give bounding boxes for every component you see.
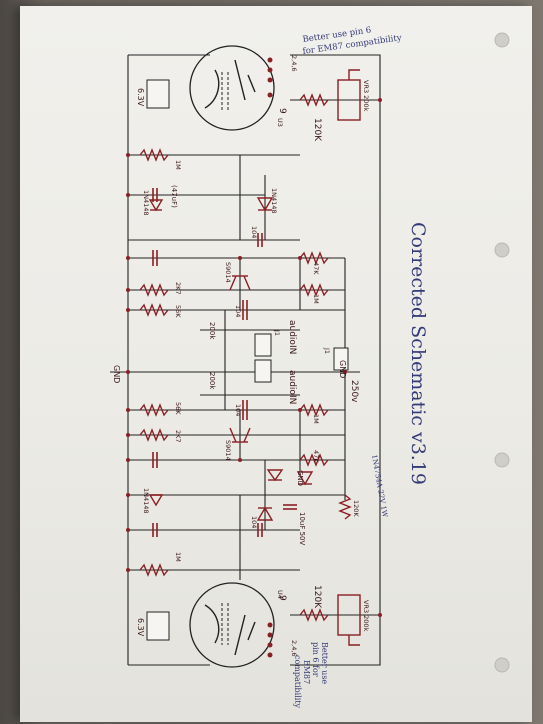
resistor-1m-top xyxy=(139,148,169,162)
label-c10u: 10uF 50V xyxy=(298,512,306,546)
resistor-47k-1 xyxy=(299,251,329,265)
label-pin-top: 2,4,6 xyxy=(290,55,298,72)
cap-10u-2 xyxy=(152,452,158,468)
label-r56k-1: 56K xyxy=(174,305,182,318)
schematic-title: Corrected Schematic v3.19 xyxy=(407,222,429,485)
wiring xyxy=(110,54,381,666)
label-gnd-top: GND xyxy=(296,470,304,486)
label-j1-b: J1 xyxy=(273,329,281,336)
label-d1n4148-top: 1N4148 xyxy=(270,188,278,214)
label-r1m-left-2: 1M xyxy=(174,552,182,562)
label-c47u: (47uF) xyxy=(170,185,178,208)
label-u3: U3 xyxy=(276,118,284,127)
resistor-47k-2 xyxy=(299,453,329,467)
label-gnd-j1: GND xyxy=(338,360,347,378)
label-r2k7-2: 2K7 xyxy=(174,430,182,443)
label-heater-top: 6.3V xyxy=(136,88,145,107)
label-vr-bot: VR3 200k xyxy=(362,600,370,632)
label-pin9-bot: 9 xyxy=(277,595,287,601)
transistors xyxy=(229,275,251,443)
label-c104-2: 104 xyxy=(234,305,242,317)
capacitors xyxy=(152,188,297,537)
label-c104-4: 104 xyxy=(250,516,258,528)
resistor-1m-2 xyxy=(299,403,329,417)
cap-10uf-50v xyxy=(283,504,297,510)
label-heater-bot: 6.3V xyxy=(136,618,145,637)
power-connector-j1 xyxy=(333,347,349,371)
diode-left-top xyxy=(148,199,164,212)
resistor-120k-top xyxy=(299,93,329,107)
label-pin-bot: 2,4,6 xyxy=(290,640,298,657)
label-r120k-small: 120K xyxy=(352,500,360,517)
label-s9014-2: S9014 xyxy=(224,440,232,461)
resistor-1m-1 xyxy=(299,283,329,297)
diode-top xyxy=(256,197,274,212)
label-c104-3: 104 xyxy=(234,404,242,416)
label-r56k-2: 56K xyxy=(174,402,182,415)
zener-note: 1N4754A 22V 1W xyxy=(370,454,389,519)
svg-text:EM87: EM87 xyxy=(302,660,311,684)
connectors xyxy=(146,79,349,641)
label-vr-top: VR3 200k xyxy=(362,80,370,112)
audio-connector-1 xyxy=(254,333,272,357)
note-bottom: Better use pin 6 for EM87 compatibility xyxy=(293,642,329,709)
note-top: Better use pin 6 for EM87 compatibility xyxy=(302,25,402,57)
resistor-2k7-top xyxy=(139,283,169,297)
label-u4: U4 xyxy=(276,590,284,599)
label-pin9-top: 9 xyxy=(277,108,287,114)
svg-text:Better use: Better use xyxy=(320,642,329,684)
label-pot-left-1: 200k xyxy=(208,322,216,340)
audio-connector-2 xyxy=(254,359,272,383)
diodes xyxy=(148,197,314,521)
diode-left-bot xyxy=(148,494,164,507)
resistor-56k-bot xyxy=(139,403,169,417)
label-r2k7-1: 2K7 xyxy=(174,282,182,295)
label-r47k-1: 47K xyxy=(312,262,320,275)
label-j1-a: J1 xyxy=(323,347,331,354)
label-d1n4148-left-top: 1N4148 xyxy=(142,190,150,216)
cap-104-2 xyxy=(242,300,248,320)
heater-connector-bot xyxy=(146,611,170,641)
transistor-s9014-top xyxy=(229,275,251,291)
label-r120k-top: 120K xyxy=(312,118,322,142)
label-c104-1: 104 xyxy=(250,226,258,238)
label-r1m-left-1: 1M xyxy=(174,160,182,170)
paper-sheet xyxy=(20,6,532,722)
resistor-56k-top xyxy=(139,303,169,317)
resistor-120k-small xyxy=(338,494,352,520)
cap-10u-1 xyxy=(152,250,158,266)
cap-104-3 xyxy=(242,400,248,420)
diode-mid xyxy=(266,469,284,482)
resistors xyxy=(139,69,361,646)
diode-bot xyxy=(256,506,274,521)
label-r47k-2: 47K xyxy=(312,450,320,463)
component-labels: U3 U4 6.3V 6.3V 250v GND GND GND J1 J1 a… xyxy=(112,55,370,657)
cap-104-5 xyxy=(152,523,158,537)
label-pot-left-2: 200k xyxy=(208,372,216,390)
cap-104-4 xyxy=(257,523,263,537)
label-r1m-2: 1M xyxy=(312,414,320,424)
svg-text:pin 6 for: pin 6 for xyxy=(311,642,320,677)
heater-connector-top xyxy=(146,79,170,109)
label-r1m-1: 1M xyxy=(312,294,320,304)
junctions xyxy=(126,98,382,617)
resistor-2k7-bot xyxy=(139,428,169,442)
binder-holes xyxy=(494,32,510,673)
label-audio-in-1: audioIN xyxy=(287,320,297,354)
resistor-120k-bot xyxy=(299,608,329,622)
resistor-1m-bot xyxy=(139,563,169,577)
label-r120k-bot: 120K xyxy=(312,585,322,609)
transistor-s9014-bot xyxy=(229,427,251,443)
tube-u3 xyxy=(189,45,275,131)
label-audio-in-2: audioIN xyxy=(287,370,297,404)
label-gnd-left: GND xyxy=(112,365,121,383)
tube-u4 xyxy=(189,582,275,668)
label-s9014-1: S9014 xyxy=(224,262,232,283)
zener-diode xyxy=(296,471,314,486)
cap-104-1 xyxy=(257,233,263,247)
label-hv: 250v xyxy=(349,380,359,403)
svg-text:compatibility: compatibility xyxy=(293,655,302,709)
label-d1n4148-left-bot: 1N4148 xyxy=(142,488,150,514)
